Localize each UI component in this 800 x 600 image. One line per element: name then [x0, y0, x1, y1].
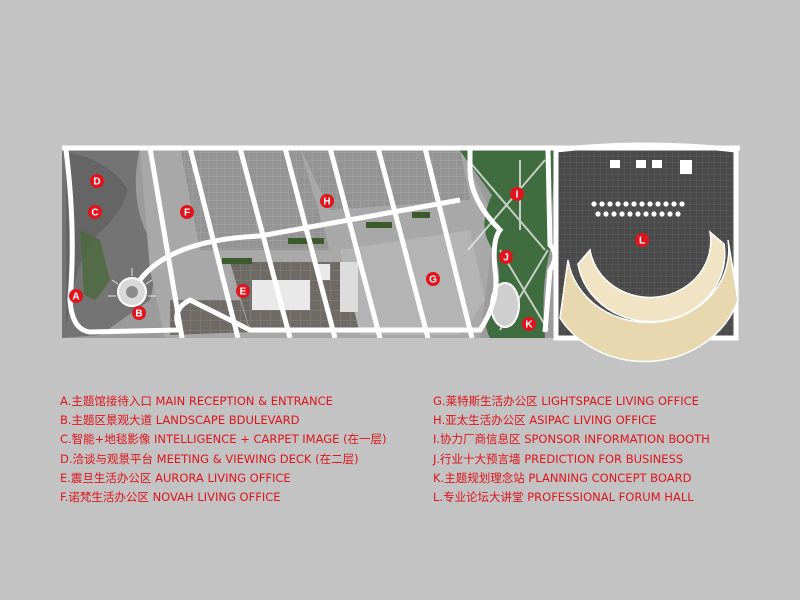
marker-a-label: A [72, 292, 79, 303]
marker-l-label: L [639, 236, 645, 247]
marker-g-label: G [429, 275, 437, 286]
legend-item-b: B.主题区景观大道 LANDSCAPE BDULEVARD [60, 413, 300, 428]
forum-hall [553, 142, 739, 363]
marker-j: J [499, 250, 513, 264]
legend-item-d: D.洽谈与观景平台 MEETING & VIEWING DECK (在二层) [60, 451, 359, 466]
entrance-plaza [62, 148, 156, 338]
legend-item-h: H.亚太生活办公区 ASIPAC LIVING OFFICE [433, 413, 657, 428]
marker-i: I [510, 187, 524, 201]
legend-item-i: I.协力厂商信息区 SPONSOR INFORMATION BOOTH [433, 432, 710, 447]
marker-i-label: I [516, 190, 519, 201]
marker-f-label: F [184, 208, 190, 219]
marker-c-label: C [91, 208, 98, 219]
marker-e: E [236, 284, 250, 298]
legend-item-k: K.主题规划理念站 PLANNING CONCEPT BOARD [433, 470, 692, 485]
marker-j-label: J [503, 253, 509, 264]
legend-item-j: J.行业十大预言墙 PREDICTION FOR BUSINESS [433, 451, 684, 466]
legend-item-g: G.莱特斯生活办公区 LIGHTSPACE LIVING OFFICE [433, 394, 699, 408]
marker-d-label: D [93, 177, 100, 188]
legend-item-a: A.主题馆接待入口 MAIN RECEPTION & ENTRANCE [60, 394, 333, 408]
marker-b-label: B [135, 309, 142, 320]
marker-a: A [69, 289, 83, 303]
office-zones [138, 148, 495, 338]
marker-h-label: H [323, 197, 330, 208]
legend-left-column: A.主题馆接待入口 MAIN RECEPTION & ENTRANCE B.主题… [60, 392, 387, 507]
legend-right-column: G.莱特斯生活办公区 LIGHTSPACE LIVING OFFICE H.亚太… [433, 392, 710, 507]
marker-h: H [320, 194, 334, 208]
marker-b: B [132, 306, 146, 320]
marker-f: F [180, 205, 194, 219]
marker-d: D [90, 174, 104, 188]
marker-c: C [88, 205, 102, 219]
marker-e-label: E [240, 287, 247, 298]
marker-k-label: K [525, 320, 533, 331]
legend-item-l: L.专业论坛大讲堂 PROFESSIONAL FORUM HALL [433, 489, 694, 504]
marker-k: K [522, 317, 536, 331]
legend-item-f: F.诺梵生活办公区 NOVAH LIVING OFFICE [60, 489, 281, 504]
marker-g: G [426, 272, 440, 286]
marker-l: L [635, 233, 649, 247]
outer-walls [62, 145, 740, 335]
legend-item-e: E.震旦生活办公区 AURORA LIVING OFFICE [60, 470, 291, 485]
legend-item-c: C.智能+地毯影像 INTELLIGENCE + CARPET IMAGE (在… [60, 432, 387, 447]
